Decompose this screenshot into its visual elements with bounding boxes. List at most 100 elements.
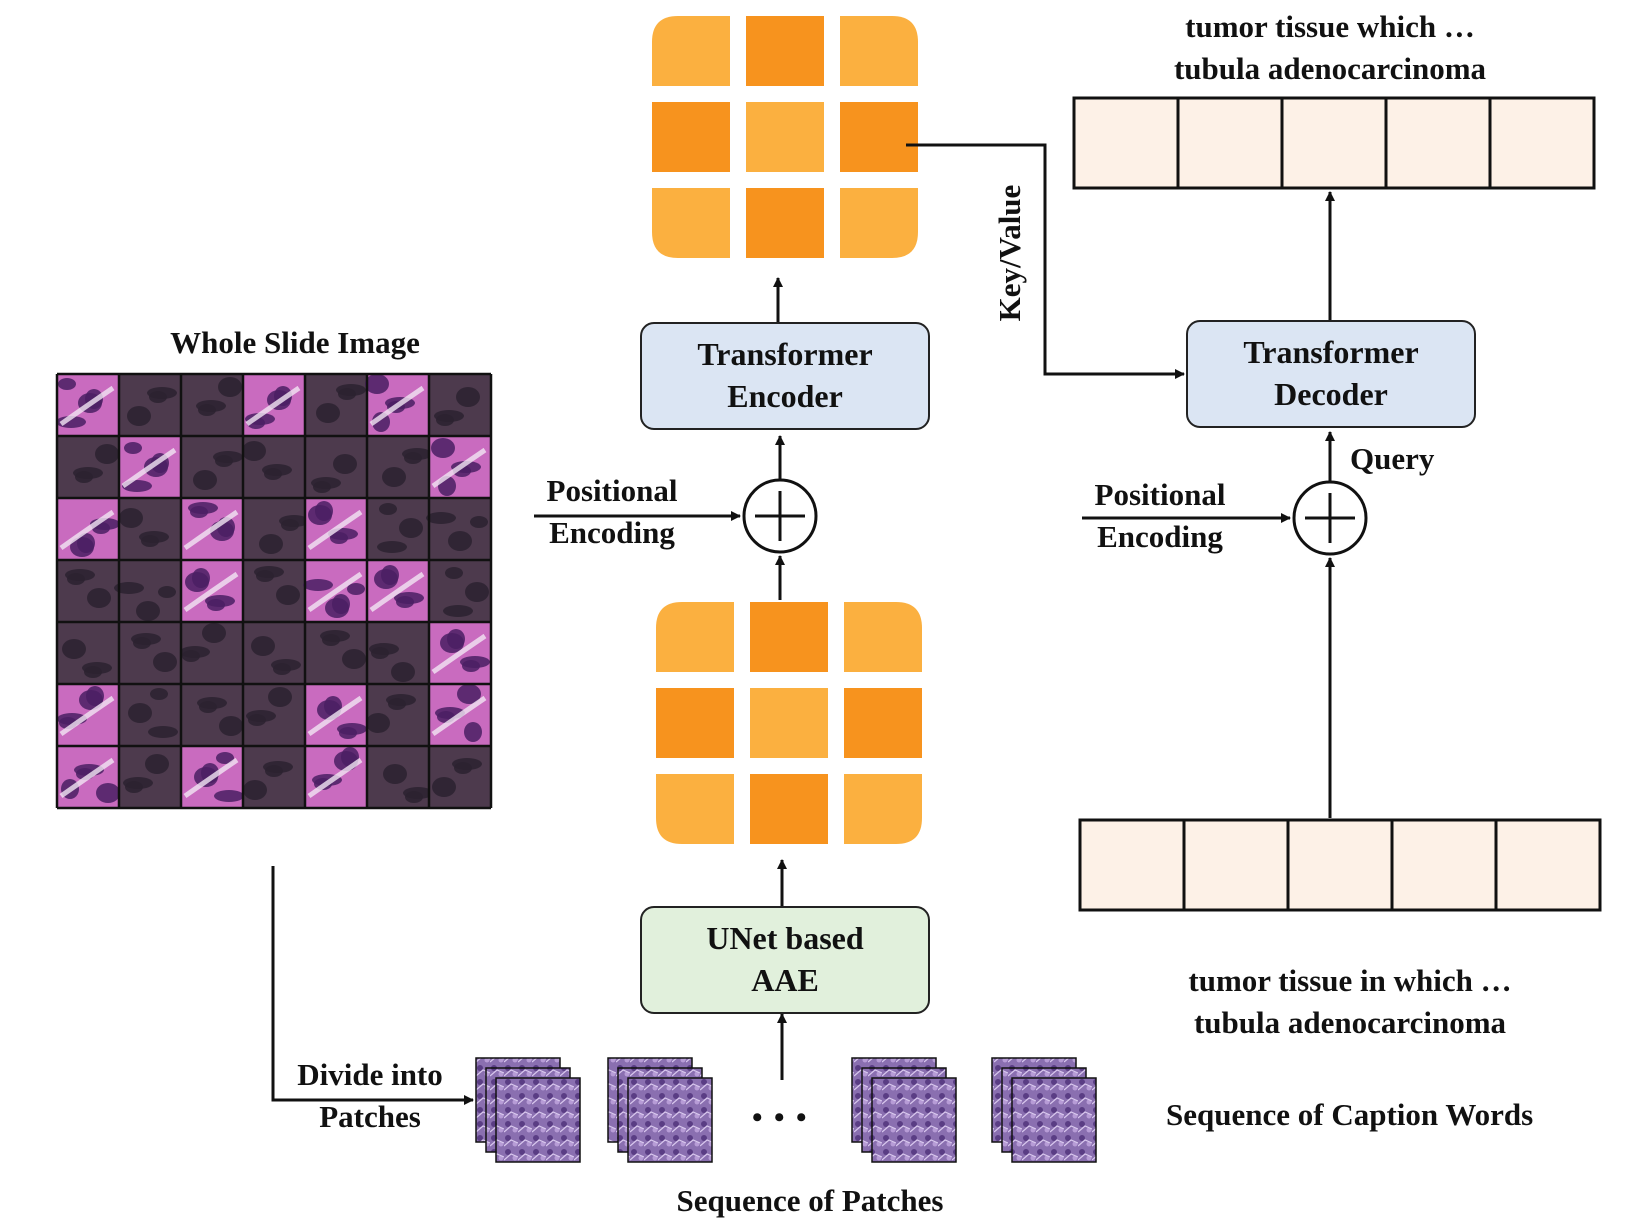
wsi-nucleus [58,378,76,390]
wsi-tile [119,498,181,560]
wsi-stroma [307,509,363,551]
wsi-nucleus [213,451,243,463]
wsi-nucleus [268,687,292,707]
wsi-nucleus [431,438,455,458]
wsi-nucleus [128,703,152,723]
caption-cell [1494,818,1602,912]
patch-ellipsis: • • • [752,1101,809,1134]
output-caption-cells [1072,96,1596,190]
token-cell [750,688,828,758]
wsi-stroma [369,571,425,613]
wsi-nucleus [259,534,283,554]
arrow-key-value [906,143,1185,379]
wsi-nucleus [216,752,234,764]
wsi-nucleus [276,585,300,605]
wsi-stroma [307,695,363,737]
wsi-nucleus [443,605,473,617]
token-cell [656,602,734,672]
patch-tile [871,1077,957,1163]
wsi-nucleus [470,516,488,528]
wsi-nucleus [333,454,357,474]
wsi-nucleus [383,764,407,784]
wsi-nucleus [445,567,463,579]
divide-into-line2: Patches [319,1098,421,1134]
wsi-tile [429,374,491,436]
caption-cell [1280,96,1388,190]
wsi-tile [367,436,429,498]
wsi-nucleus [379,503,397,515]
wsi-tile [57,560,119,622]
wsi-nucleus [386,694,416,706]
wsi-nucleus [434,410,464,422]
wsi-nucleus [119,508,143,528]
whole-slide-image-title: Whole Slide Image [170,325,420,360]
wsi-nucleus [365,374,389,394]
wsi-stroma [183,509,239,551]
wsi-stroma [431,633,487,675]
caption-cell [1384,96,1492,190]
token-cell [844,688,922,758]
caption-cell [1072,96,1180,190]
wsi-nucleus [188,502,218,514]
wsi-nucleus [316,403,340,423]
wsi-nucleus [246,710,276,722]
wsi-nucleus [381,565,399,585]
wsi-nucleus [205,595,235,607]
wsi-nucleus [145,754,169,774]
output-caption-text: tumor tissue which … tubula adenocarcino… [1130,6,1530,90]
caption-cell [1286,818,1394,912]
wsi-tile [119,622,181,684]
wsi-nucleus [382,467,406,487]
wsi-nucleus [131,633,161,645]
wsi-nucleus [303,579,333,591]
wsi-nucleus [87,588,111,608]
wsi-tile [429,746,491,808]
divide-into-patches-label: Divide into Patches [270,1054,470,1138]
caption-cell [1390,818,1498,912]
patch-tile [1011,1077,1097,1163]
wsi-nucleus [254,566,284,578]
wsi-nucleus [86,686,104,706]
key-value-label: Key/Value [992,184,1027,322]
wsi-nucleus [136,601,160,621]
input-caption-cells [1078,818,1602,912]
decoder-line2: Decoder [1274,376,1388,412]
encoder-line2: Encoder [727,378,843,414]
wsi-tile [305,374,367,436]
wsi-stroma [59,385,115,427]
wsi-nucleus [448,531,472,551]
wsi-stroma [369,385,425,427]
wsi-nucleus [180,646,210,658]
token-cell [652,102,730,172]
wsi-tile [119,374,181,436]
output-caption-line1: tumor tissue which … [1185,9,1475,44]
token-cell [652,16,730,86]
wsi-nucleus [366,713,390,733]
sequence-of-patches-label: Sequence of Patches [676,1183,944,1218]
wsi-nucleus [158,586,176,598]
wsi-nucleus [324,696,342,716]
wsi-nucleus [148,726,178,738]
wsi-nucleus [372,412,390,432]
wsi-nucleus [391,662,415,682]
wsi-nucleus [114,582,144,594]
transformer-encoder-block: Transformer Encoder [640,322,930,430]
input-caption-line2: tubula adenocarcinoma [1193,1004,1507,1040]
wsi-nucleus [214,790,244,802]
query-label: Query [1350,441,1435,476]
wsi-nucleus [279,515,309,527]
encoder-output-token-grid [652,16,918,258]
wsi-nucleus [399,518,423,538]
wsi-stroma [307,757,363,799]
wsi-nucleus [123,777,153,789]
wsi-nucleus [426,512,456,524]
wsi-nucleus [262,464,292,476]
token-cell [656,688,734,758]
wsi-nucleus [456,387,480,407]
wsi-stroma [431,695,487,737]
wsi-tile [119,746,181,808]
whole-slide-image [55,372,493,810]
wsi-tile [181,436,243,498]
wsi-nucleus [196,400,226,412]
encoding-line2: Encoding [1097,518,1223,554]
